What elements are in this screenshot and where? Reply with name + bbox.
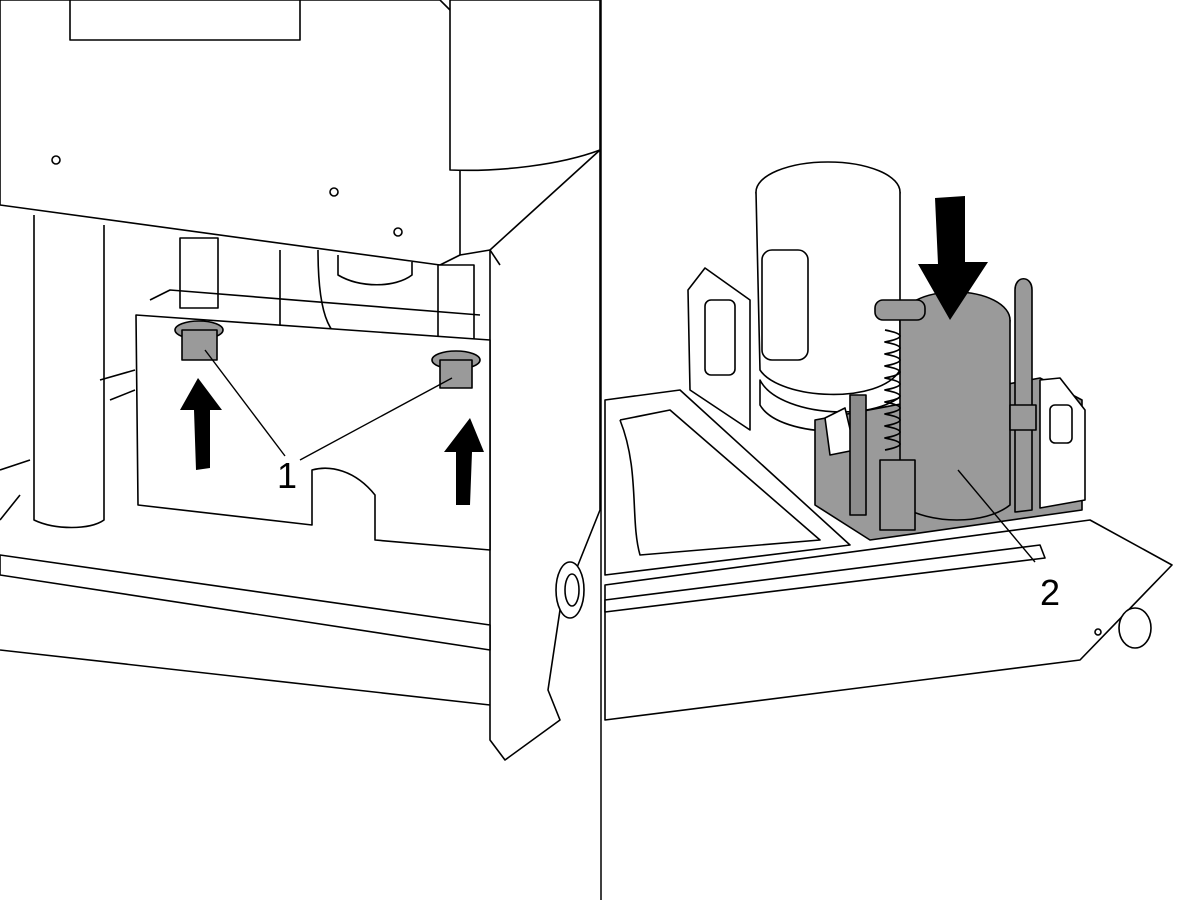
standpipe-valve [1009, 404, 1037, 431]
right-seal-body [439, 359, 473, 389]
screw-2 [329, 187, 339, 197]
standpipe [1014, 277, 1033, 513]
up-arrow-right [444, 418, 484, 505]
drain-basin [604, 389, 851, 576]
screw-3 [393, 227, 403, 237]
tank-round-body [449, 0, 601, 172]
right-bracket-slot [1049, 404, 1073, 444]
left-feed-tube [179, 237, 219, 309]
left-frame-strut [0, 369, 136, 521]
callout-2-label: 2 [1040, 572, 1061, 613]
caster-wheel [1118, 607, 1152, 649]
tray-hole [1094, 628, 1102, 636]
right-panel [604, 161, 1173, 721]
left-seal-body [181, 329, 218, 361]
base-tray-lower [0, 649, 491, 706]
left-pipe [33, 215, 105, 529]
front-rail [604, 544, 1046, 613]
screw-1 [51, 155, 61, 165]
pump-cylinder-bottom [337, 255, 413, 286]
left-panel [0, 0, 601, 761]
rear-cross-panel [135, 314, 491, 551]
motor-junction-box [761, 249, 809, 361]
down-arrow [918, 196, 988, 320]
callout-1-label: 1 [277, 455, 298, 496]
basin-inner [619, 409, 821, 556]
upper-housing-inner [69, 0, 301, 41]
plunger-base [879, 459, 916, 531]
side-frame-bevel [459, 249, 501, 266]
right-feed-tube [437, 264, 475, 346]
plunger-spring [884, 329, 901, 451]
bracket-slot [704, 299, 736, 376]
side-frame-panel [489, 149, 601, 761]
filter-canister-body [899, 320, 1011, 521]
frame-grommet-inner [564, 573, 580, 607]
base-tray [0, 554, 491, 651]
drain-fitting [849, 394, 867, 516]
plunger-cap [874, 299, 926, 321]
callout-1-leaders [204, 349, 453, 461]
cross-panel-edge [149, 289, 481, 316]
callout-2-leader [957, 469, 1036, 563]
up-arrow-left [180, 378, 222, 470]
